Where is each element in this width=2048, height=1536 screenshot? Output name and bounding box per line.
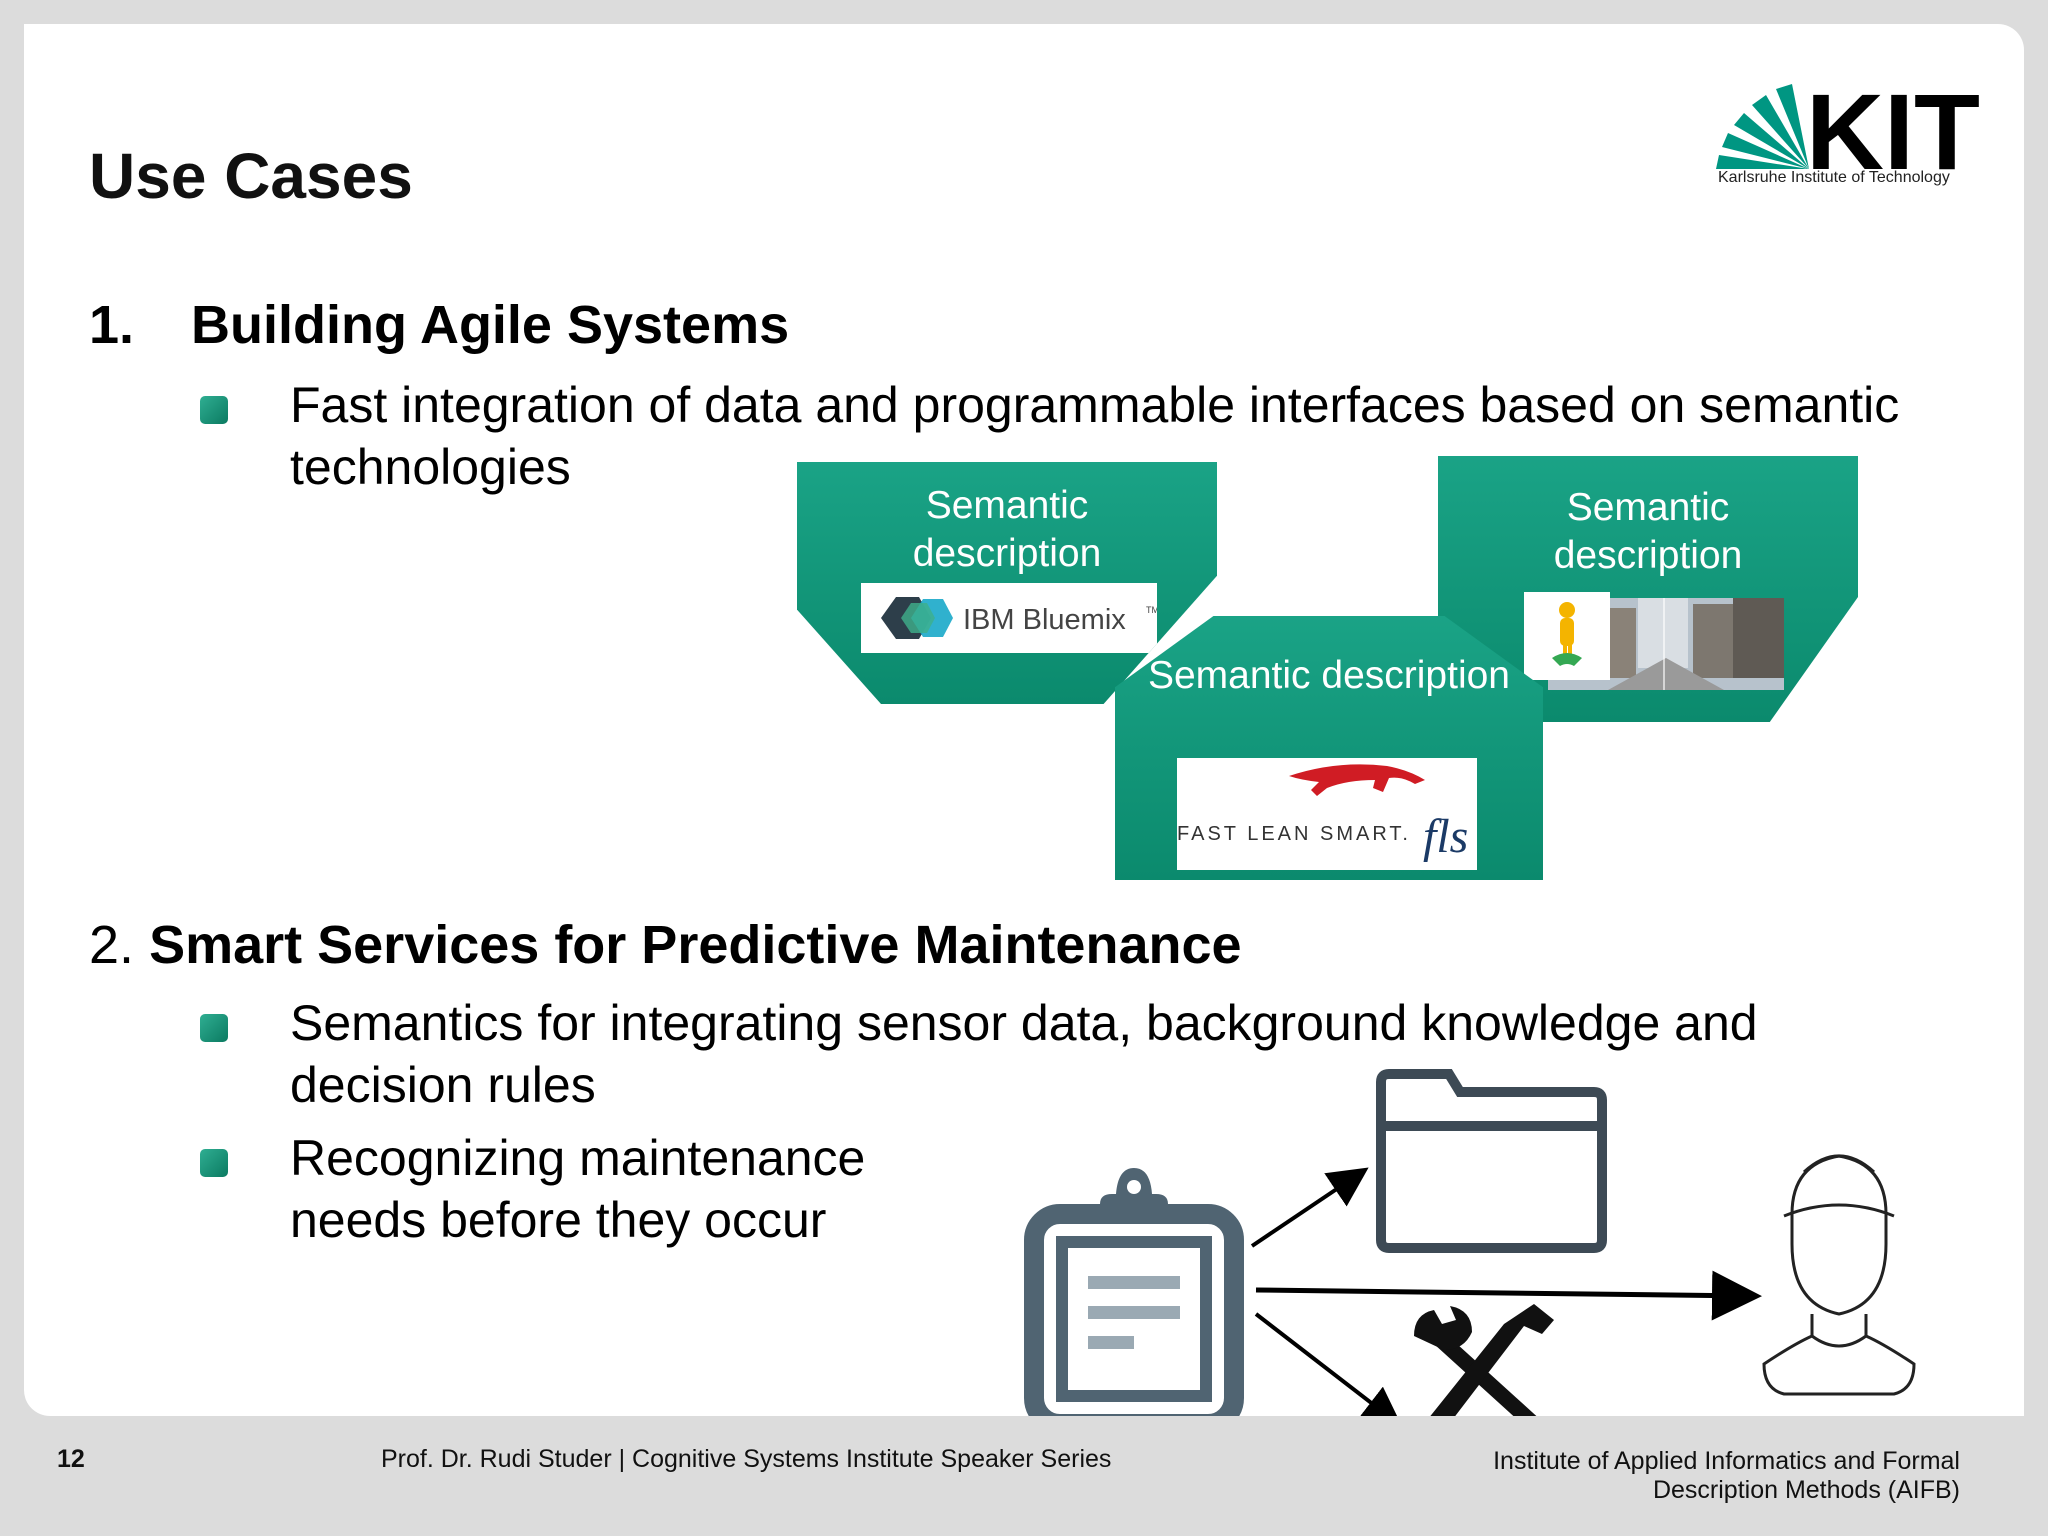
section-1-heading: 1.Building Agile Systems: [89, 295, 790, 355]
bullet-text: Semantics for integrating sensor data, b…: [290, 995, 1758, 1113]
card-label: Semantic description: [1147, 654, 1510, 697]
folder-icon: [1376, 1069, 1607, 1253]
card-label: Semantic description: [912, 484, 1102, 575]
kit-logo-subtitle: Karlsruhe Institute of Technology: [1718, 169, 1950, 186]
bluemix-hexagon-icon: [881, 597, 953, 639]
svg-text:FAST LEAN SMART.: FAST LEAN SMART.: [1177, 823, 1411, 845]
bullet-square-icon: [200, 1014, 228, 1042]
footer-institute: Institute of Applied Informatics and For…: [1493, 1447, 1960, 1504]
svg-text:fls: fls: [1423, 810, 1468, 863]
streetview-image: [1524, 592, 1784, 690]
kit-logo: KIT: [1716, 71, 1980, 192]
page-number: 12: [57, 1445, 85, 1473]
footer-speaker: Prof. Dr. Rudi Studer | Cognitive System…: [381, 1445, 1112, 1473]
pegman-icon: [1524, 592, 1610, 680]
section-2-heading: 2. Smart Services for Predictive Mainten…: [89, 915, 1242, 975]
cheetah-icon: [1289, 764, 1425, 796]
bullet-square-icon: [200, 1149, 228, 1177]
clipboard-icon: [1024, 1168, 1244, 1416]
slide-title: Use Cases: [89, 140, 413, 212]
card-label: Semantic description: [1553, 486, 1743, 577]
tools-icon: [1414, 1304, 1554, 1416]
svg-text:TM: TM: [1146, 605, 1157, 615]
bullet-square-icon: [200, 396, 228, 424]
kit-logo-fan-icon: [1716, 84, 1809, 169]
slide: Use Cases KIT Karlsruhe Institute of Tec…: [24, 24, 2024, 1416]
fls-logo: FAST LEAN SMART. fls: [1177, 758, 1477, 870]
svg-text:IBM Bluemix: IBM Bluemix: [963, 604, 1126, 636]
maintenance-diagram: [1024, 1069, 1916, 1416]
bullet-text: Recognizing maintenance needs before the…: [290, 1130, 866, 1248]
bullet-text: Fast integration of data and programmabl…: [290, 377, 1900, 495]
ibm-bluemix-logo: IBM Bluemix TM: [861, 583, 1159, 653]
semantic-card-fls: Semantic description FAST LEAN SMART. fl…: [1115, 616, 1543, 880]
worker-helmet-icon: [1762, 1154, 1916, 1396]
kit-wordmark: KIT: [1806, 71, 1980, 192]
